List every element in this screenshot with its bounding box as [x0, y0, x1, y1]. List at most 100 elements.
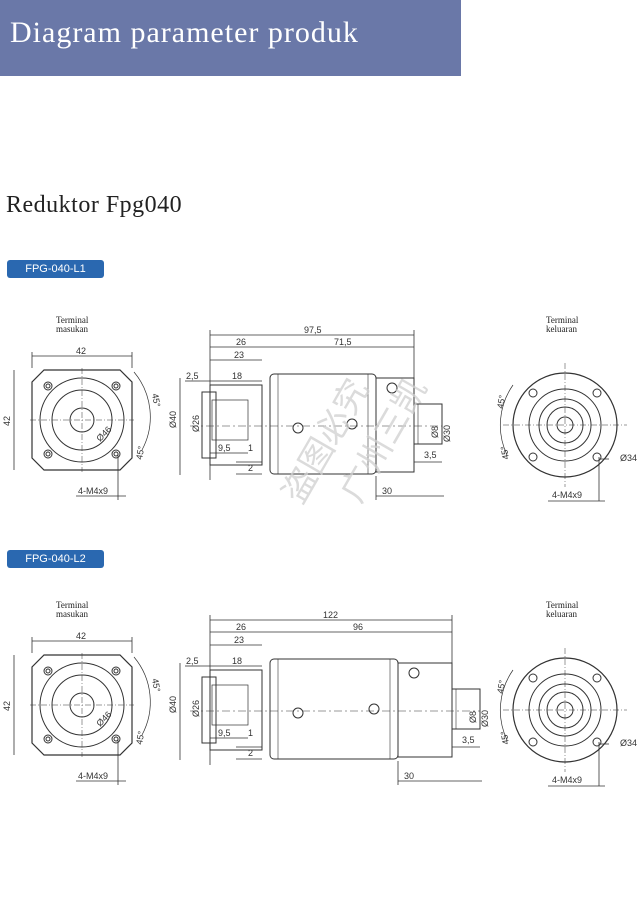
output-hole-0 [528, 388, 538, 398]
mount-hole-core-3 [113, 451, 119, 457]
dim-out-holes: 4-M4x9 [552, 775, 582, 785]
dim-flange-42: 42 [76, 346, 86, 356]
dim-total: 122 [323, 610, 338, 620]
output-hole-1 [592, 388, 602, 398]
dim-pcd-34: Ø34 [620, 738, 637, 748]
dim-out-angle-45: 45° [495, 394, 507, 410]
output-hole-0 [528, 673, 538, 683]
mount-hole-2 [43, 734, 53, 744]
dim-35: 3,5 [462, 735, 475, 745]
dim-2: 2 [248, 748, 253, 758]
mount-hole-1 [111, 666, 121, 676]
dim-dia8: Ø8 [468, 711, 478, 723]
banner-title: Diagram parameter produk [10, 16, 359, 49]
dim-dia30: Ø30 [480, 710, 490, 727]
mount-hole-core-0 [45, 383, 51, 389]
dim-out-holes: 4-M4x9 [552, 490, 582, 500]
dim-25: 2,5 [186, 656, 199, 666]
flange-hole [408, 667, 420, 679]
motor-flange [209, 384, 263, 466]
output-label-line1: Terminal [546, 315, 579, 325]
output-label-line2: keluaran [546, 609, 577, 619]
input-flange-outline [31, 369, 133, 471]
watermark: 盗图必究 广州三凯 [274, 371, 435, 510]
dim-shaft-30: 30 [404, 771, 414, 781]
output-hole-3 [592, 452, 602, 462]
dim-body: 96 [353, 622, 363, 632]
model-tag-l2: FPG-040-L2 [7, 550, 104, 568]
dim-1: 1 [248, 443, 253, 453]
dim-18: 18 [232, 371, 242, 381]
output-hole-3 [592, 737, 602, 747]
dim-dia40: Ø40 [168, 696, 178, 713]
dim-18: 18 [232, 656, 242, 666]
dim-body: 71,5 [334, 337, 352, 347]
dim-23: 23 [234, 635, 244, 645]
motor-adapter-plate [201, 676, 217, 744]
mount-hole-2 [43, 449, 53, 459]
dim-dia26: Ø26 [191, 700, 201, 717]
dim-pcd-34: Ø34 [620, 453, 637, 463]
dim-dia26: Ø26 [191, 415, 201, 432]
dim-95: 9,5 [218, 728, 231, 738]
dim-dia30: Ø30 [442, 425, 452, 442]
dim-angle-45b: 45° [134, 730, 146, 746]
screw-1 [292, 707, 304, 719]
dim-bore: Ø46 [94, 709, 113, 728]
dim-angle-45: 45° [150, 393, 162, 409]
dim-25: 2,5 [186, 371, 199, 381]
model-tag-l1: FPG-040-L1 [7, 260, 104, 278]
dim-motor: 26 [236, 622, 246, 632]
motor-adapter-plate [201, 391, 217, 459]
mount-hole-core-3 [113, 736, 119, 742]
dim-angle-45: 45° [150, 678, 162, 694]
output-label-line2: keluaran [546, 324, 577, 334]
mount-hole-core-2 [45, 736, 51, 742]
drawing-fpg-040-l1: TerminalmasukanTerminalkeluaran424245°Ø4… [2, 315, 637, 502]
dim-height-42: 42 [2, 701, 12, 711]
dim-height-42: 42 [2, 416, 12, 426]
flange-hole [386, 382, 398, 394]
input-label-line2: masukan [56, 324, 88, 334]
mount-hole-3 [111, 449, 121, 459]
output-hole-2 [528, 737, 538, 747]
section-title: Reduktor Fpg040 [6, 192, 183, 218]
screw-1 [292, 422, 304, 434]
arc-dim [133, 656, 151, 736]
output-shaft [451, 688, 481, 730]
mount-hole-core-1 [113, 668, 119, 674]
dim-bore: Ø46 [94, 424, 113, 443]
dim-2: 2 [248, 463, 253, 473]
dim-35: 3,5 [424, 450, 437, 460]
dim-holes: 4-M4x9 [78, 771, 108, 781]
output-label-line1: Terminal [546, 600, 579, 610]
dim-1: 1 [248, 728, 253, 738]
mount-hole-core-2 [45, 451, 51, 457]
mount-hole-core-0 [45, 668, 51, 674]
screw-2 [368, 703, 380, 715]
arc-dim [133, 371, 151, 451]
dim-shaft-30: 30 [382, 486, 392, 496]
dim-total: 97,5 [304, 325, 322, 335]
mount-hole-0 [43, 666, 53, 676]
drawing-fpg-040-l2: TerminalmasukanTerminalkeluaran424245°Ø4… [2, 600, 637, 787]
dim-dia8: Ø8 [430, 426, 440, 438]
mount-hole-3 [111, 734, 121, 744]
dim-out-angle-45b: 45° [499, 730, 511, 746]
header-banner: Diagram parameter produk [0, 0, 461, 76]
dim-out-angle-45: 45° [495, 679, 507, 695]
dim-holes: 4-M4x9 [78, 486, 108, 496]
screw-2 [346, 418, 358, 430]
dim-flange-42: 42 [76, 631, 86, 641]
dim-out-angle-45b: 45° [499, 445, 511, 461]
output-hole-1 [592, 673, 602, 683]
output-shaft [413, 403, 443, 445]
dim-dia40: Ø40 [168, 411, 178, 428]
out-arc [500, 669, 514, 741]
dim-23: 23 [234, 350, 244, 360]
out-arc [500, 384, 514, 456]
input-label-line2: masukan [56, 609, 88, 619]
dim-95: 9,5 [218, 443, 231, 453]
motor-flange [209, 669, 263, 751]
mount-hole-1 [111, 381, 121, 391]
